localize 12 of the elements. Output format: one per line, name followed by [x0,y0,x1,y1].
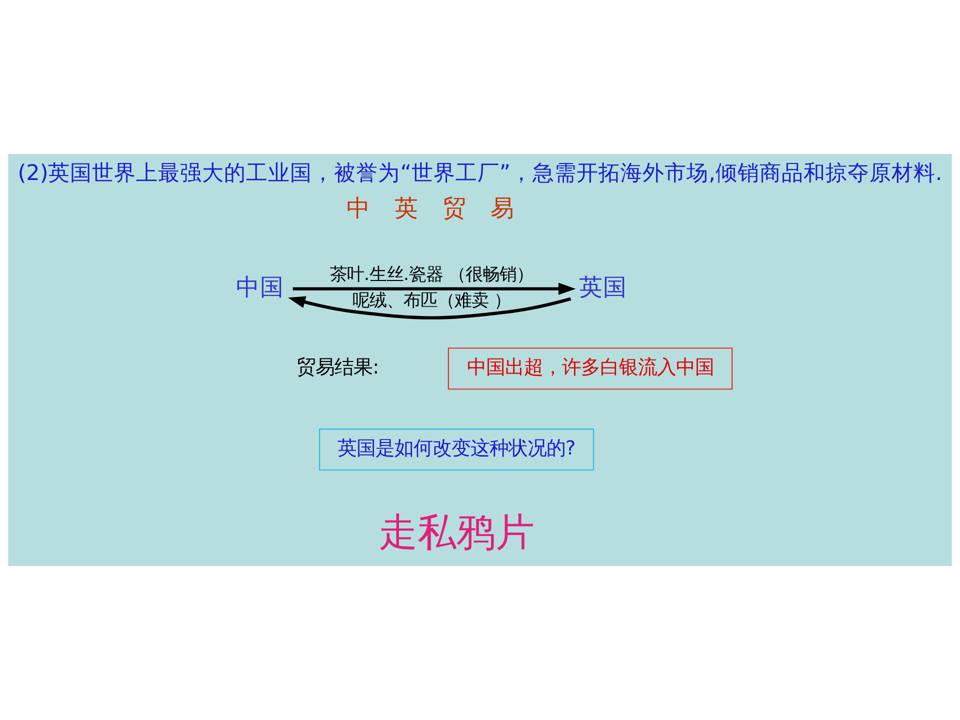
arrow [288,296,572,320]
node-text: 英国 [579,272,628,301]
node-box: 英国是如何改变这种状况的? [319,428,594,471]
diagram-title: (2)英国世界上最强大的工业国，被誉为“世界工厂”，急需开拓海外市场,倾销商品和掠夺原材料. [18,160,942,186]
edge-label: 呢绒、布匹（难卖 ） [352,290,511,311]
label: 贸易结果: [296,355,380,378]
edge-label: 茶叶.生丝.瓷器 （很畅销） [330,264,534,285]
node-box: 中国出超，许多白银流入中国 [448,348,733,390]
arrow [292,282,576,295]
label: 走私鸦片 [378,510,535,556]
node-text: 中国 [236,272,284,301]
label: 中 英 贸 易 [346,194,515,222]
